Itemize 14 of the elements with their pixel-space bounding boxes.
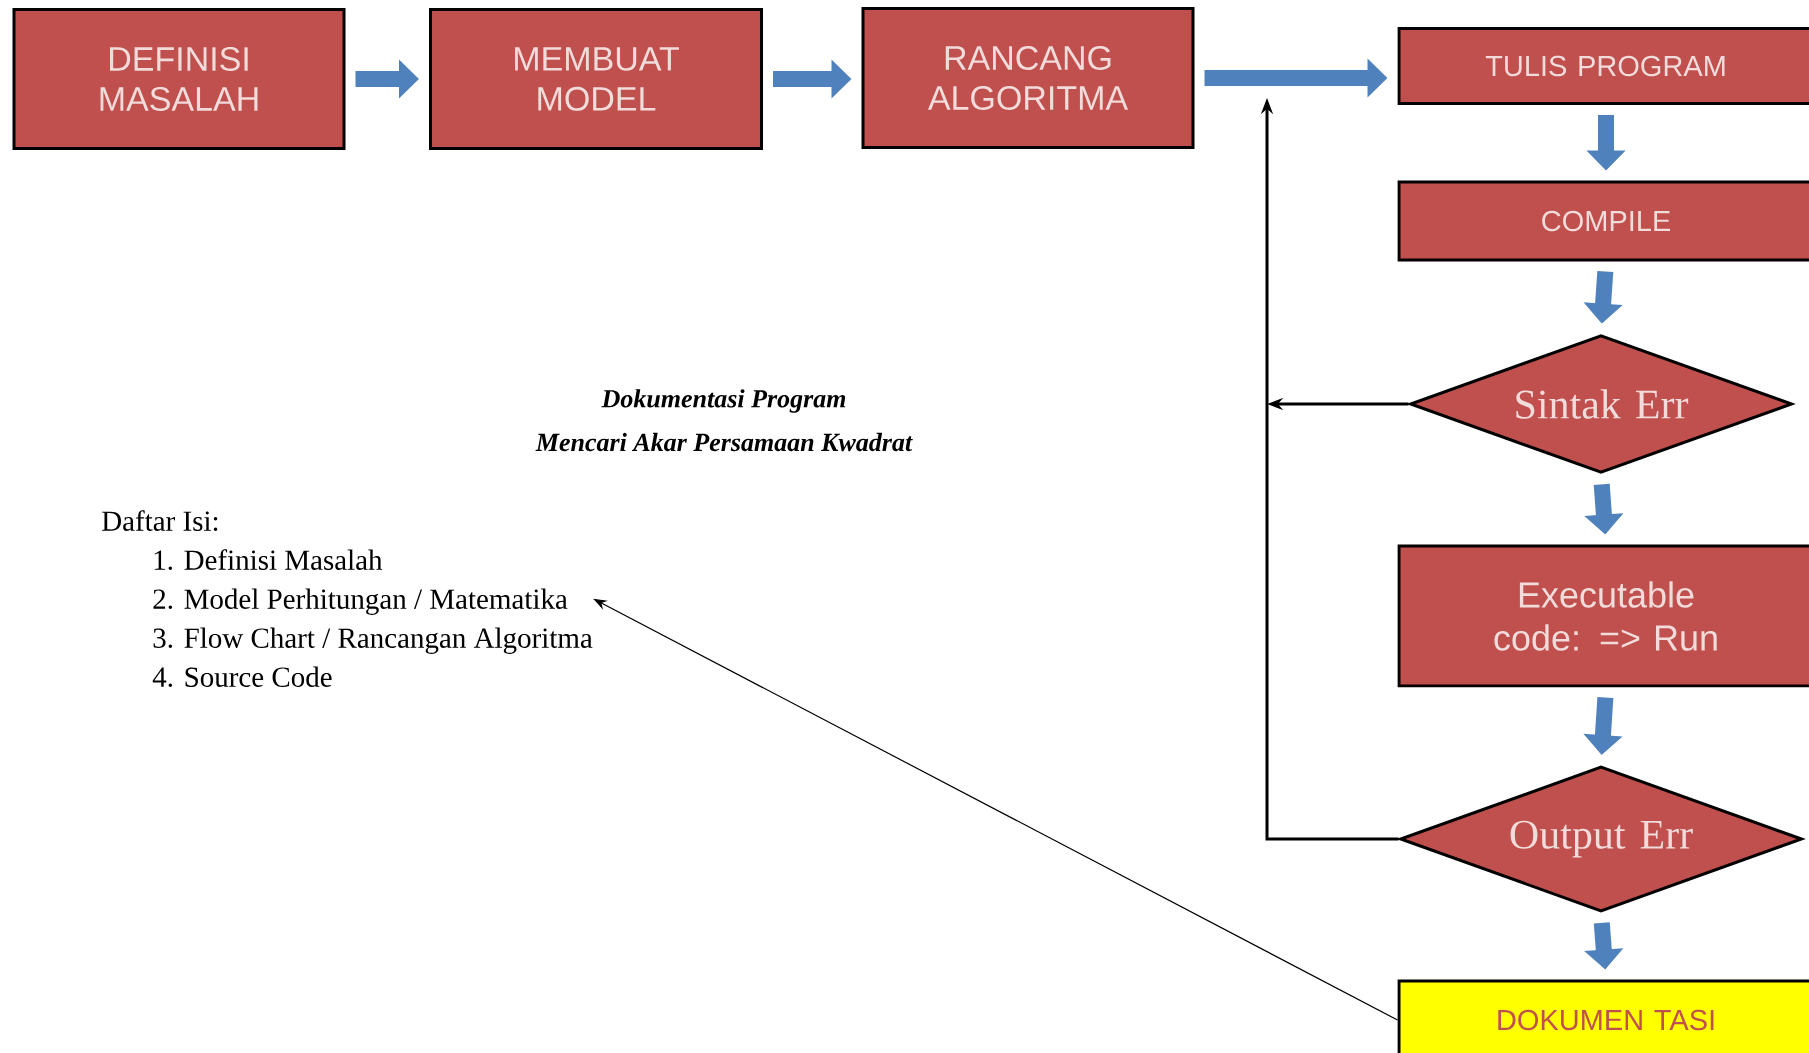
process-box: Executable code: => Run: [1397, 544, 1809, 688]
process-box: MEMBUAT MODEL: [429, 8, 763, 150]
list-text: 3. Flow Chart / Rancangan Algoritma: [153, 627, 593, 654]
process-box: DOKUMEN TASI: [1397, 979, 1809, 1053]
process-box: RANCANG ALGORITMA: [861, 7, 1195, 149]
list-text: 1. Definisi Masalah: [154, 549, 383, 571]
heading-text: Dokumentasi Program: [601, 389, 846, 413]
list-text: 4. Source Code: [152, 666, 332, 688]
process-box: COMPILE: [1397, 180, 1809, 262]
process-box: DEFINISI MASALAH: [12, 8, 346, 150]
heading-text: Mencari Akar Persamaan Kwadrat: [535, 432, 913, 452]
list-text: 2. Model Perhitungan / Matematika: [153, 588, 568, 615]
list-text: Daftar Isi:: [102, 510, 218, 532]
process-box: TULIS PROGRAM: [1397, 27, 1809, 105]
